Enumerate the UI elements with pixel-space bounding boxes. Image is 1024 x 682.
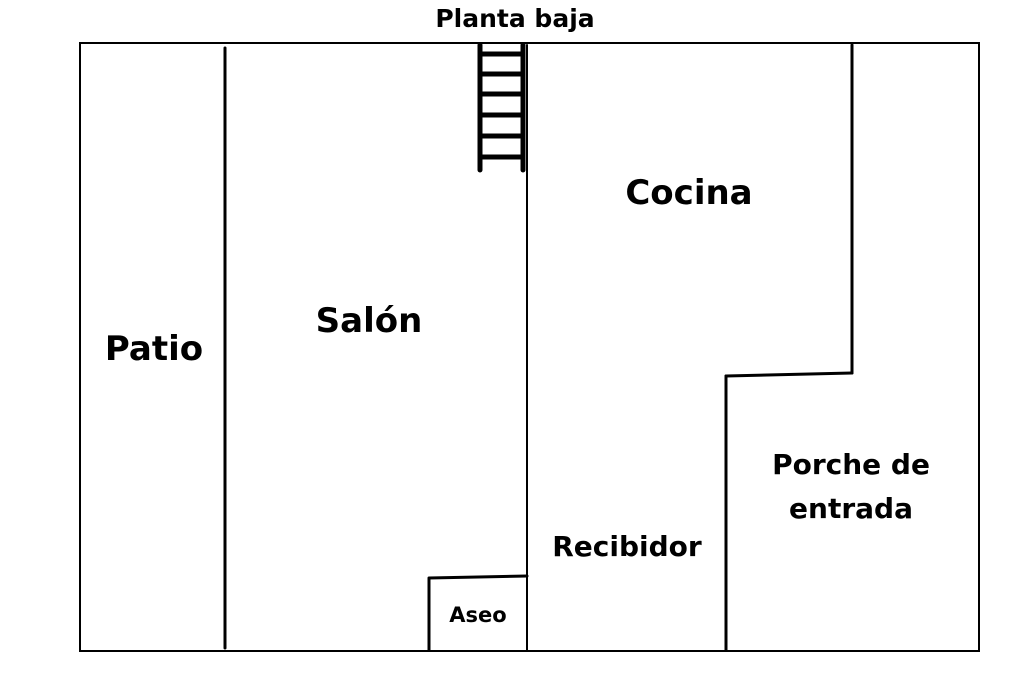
room-label-porche-line1: Porche de bbox=[772, 448, 930, 481]
room-label-porche-line2: entrada bbox=[789, 492, 913, 525]
outer-wall bbox=[79, 42, 980, 652]
plan-title: Planta baja bbox=[435, 4, 594, 33]
room-label-aseo: Aseo bbox=[449, 603, 506, 627]
room-label-salon: Salón bbox=[316, 301, 423, 341]
room-label-recibidor: Recibidor bbox=[552, 530, 702, 563]
room-label-patio: Patio bbox=[105, 329, 203, 369]
stairs-icon bbox=[477, 42, 526, 173]
wall-aseo bbox=[427, 574, 529, 652]
room-label-cocina: Cocina bbox=[625, 173, 752, 213]
wall-cocina-recibidor bbox=[724, 371, 854, 378]
